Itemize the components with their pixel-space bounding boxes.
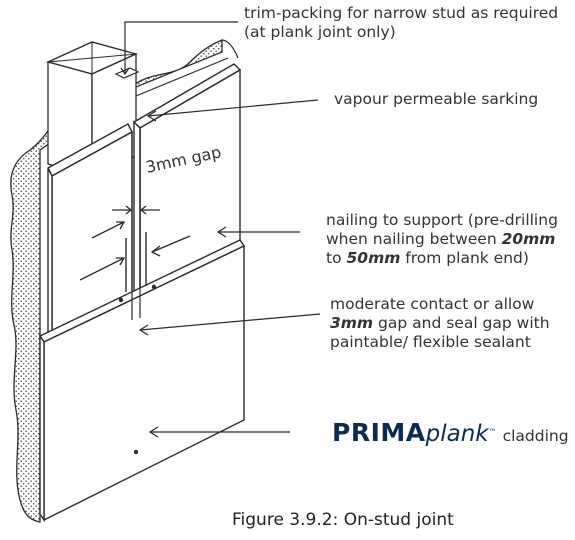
nail-head-left [118, 297, 124, 303]
stud [46, 41, 138, 178]
trim-label-line1: trim-packing for narrow stud as required [244, 4, 559, 22]
contact-label-line2: 3mm gap and seal gap with [330, 314, 550, 333]
nailing-label-line2: when nailing between 20mm [326, 230, 558, 249]
sarking-label: vapour permeable sarking [334, 90, 538, 109]
sarking-layer [135, 57, 229, 97]
contact-3mm: 3mm [330, 314, 374, 332]
nail-head-lower [133, 449, 139, 455]
nailing-label-line1: nailing to support (pre-drilling [326, 211, 558, 229]
contact-label: moderate contact or allow 3mm gap and se… [330, 295, 550, 352]
brand-logo-bold: PRIMA [332, 418, 426, 447]
nail-head-right [151, 284, 157, 290]
sarking-label-text: vapour permeable sarking [334, 90, 539, 108]
nailing-20mm: 20mm [501, 230, 556, 248]
nailing-label: nailing to support (pre-drilling when na… [326, 211, 558, 268]
contact-label-line2-text: gap and seal gap with [373, 314, 550, 332]
insulation-layer [10, 39, 223, 523]
joint-gap [131, 128, 141, 320]
nailing-label-line3-pre: to [326, 249, 347, 267]
brand-logo-italic: plank [425, 421, 489, 447]
nailing-arrows [79, 221, 191, 281]
primaplank-brand-label: PRIMAplank™ cladding [332, 418, 569, 447]
nailing-label-line3: to 50mm from plank end) [326, 249, 558, 268]
figure-caption: Figure 3.9.2: On-stud joint [232, 510, 454, 530]
trim-packing-label: trim-packing for narrow stud as required… [244, 4, 558, 42]
nailing-50mm: 50mm [346, 249, 401, 267]
brand-suffix: cladding [502, 427, 569, 445]
plank-lower [38, 239, 246, 523]
gap-arrows [112, 205, 160, 215]
contact-label-line3: paintable/ flexible sealant [330, 333, 531, 351]
nail-lines [125, 232, 147, 292]
leader-lines [120, 21, 321, 438]
nailing-label-line3-post: from plank end) [400, 249, 529, 267]
brand-tm: ™ [488, 427, 497, 437]
nailing-label-line2-text: when nailing between [326, 230, 502, 248]
contact-label-line1: moderate contact or allow [330, 295, 535, 313]
trim-label-line2: (at plank joint only) [244, 23, 396, 41]
insulation-right-edge [221, 39, 239, 59]
